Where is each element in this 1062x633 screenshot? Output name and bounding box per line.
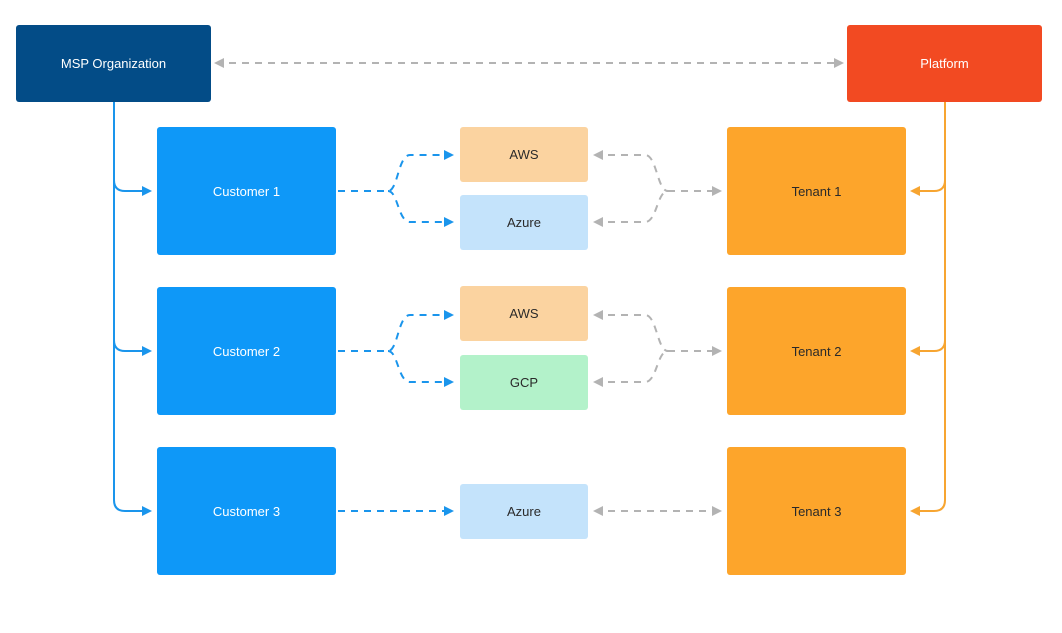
cloud-aws-row-2-label: AWS	[509, 306, 539, 321]
tenant-2-label: Tenant 2	[791, 343, 842, 359]
msp-to-customer-2	[113, 339, 152, 356]
customer-2-to-gcp-link	[387, 350, 454, 387]
aws-to-tenant-1-link	[593, 150, 669, 192]
cloud-azure-row-3: Azure	[460, 484, 588, 539]
cloud-aws-row-1-label: AWS	[509, 147, 539, 162]
aws-to-tenant-2-link	[593, 310, 669, 352]
cloud-azure-row-1-label: Azure	[507, 215, 541, 230]
cloud-aws-row-1: AWS	[460, 127, 588, 182]
platform-label: Platform	[920, 56, 969, 71]
tenant-1-node: Tenant 1	[727, 127, 906, 255]
cloud-azure-row-1: Azure	[460, 195, 588, 250]
customer-2-label: Customer 2	[212, 343, 281, 359]
msp-to-customer-1	[113, 179, 152, 196]
platform-to-tenant-1	[910, 179, 946, 196]
customer-3-label: Customer 3	[212, 503, 281, 519]
platform-trunk-line	[910, 102, 946, 516]
msp-organization-label: MSP Organization	[60, 56, 167, 71]
cloud-gcp-row-2-label: GCP	[509, 375, 539, 390]
tenant-3-node: Tenant 3	[727, 447, 906, 575]
msp-trunk-line	[113, 102, 152, 516]
customer-3-node: Customer 3	[157, 447, 336, 575]
cloud-azure-row-3-label: Azure	[507, 504, 541, 519]
msp-organization-node: MSP Organization	[16, 25, 211, 102]
customer-2-to-aws-link	[338, 310, 454, 352]
customer-1-node: Customer 1	[157, 127, 336, 255]
azure-to-tenant-1-link	[593, 190, 669, 227]
customer-1-to-aws-link	[338, 150, 454, 192]
cloud-gcp-row-2: GCP	[460, 355, 588, 410]
customer-1-label: Customer 1	[212, 183, 281, 199]
tenant-1-label: Tenant 1	[791, 183, 842, 199]
customer-1-to-azure-link	[387, 190, 454, 227]
platform-node: Platform	[847, 25, 1042, 102]
gcp-to-tenant-2-link	[593, 350, 669, 387]
tenant-2-node: Tenant 2	[727, 287, 906, 415]
platform-to-tenant-2	[910, 339, 946, 356]
customer-2-node: Customer 2	[157, 287, 336, 415]
tenant-3-label: Tenant 3	[791, 503, 842, 519]
cloud-aws-row-2: AWS	[460, 286, 588, 341]
